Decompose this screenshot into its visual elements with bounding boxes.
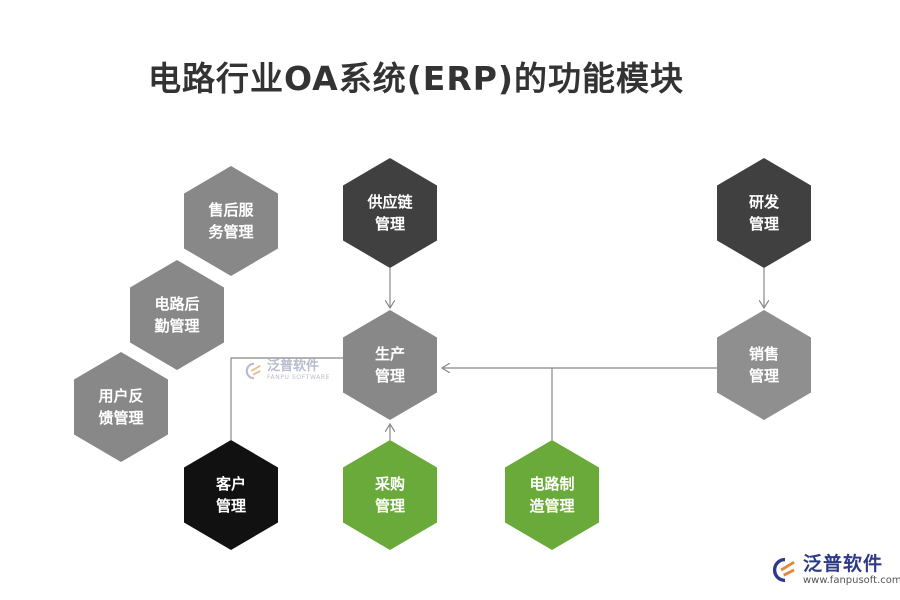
module-sales: 销售管理 <box>717 310 811 420</box>
label-line: 电路制 <box>529 475 575 493</box>
label-line: 造管理 <box>529 497 575 515</box>
fanpu-logo-icon <box>245 362 261 380</box>
label-line: 务管理 <box>208 223 254 241</box>
watermark-name: 泛普软件 <box>803 553 884 575</box>
watermark-center: 泛普软件 FANPU SOFTWARE <box>245 360 330 382</box>
label-line: 管理 <box>215 497 246 515</box>
label-line: 管理 <box>374 215 405 233</box>
label-line: 电路后 <box>154 295 200 313</box>
label-line: 管理 <box>748 367 779 385</box>
watermark-corner: 泛普软件 www.fanpusoft.com <box>772 553 900 587</box>
label-line: 售后服 <box>208 201 254 219</box>
diagram-title: 电路行业OA系统(ERP)的功能模块 <box>148 59 685 98</box>
module-production: 生产管理 <box>343 310 437 420</box>
watermark-sub: FANPU SOFTWARE <box>267 374 331 381</box>
label-line: 用户反 <box>98 387 144 405</box>
label-line: 生产 <box>374 345 405 363</box>
label-line: 管理 <box>374 367 405 385</box>
label-line: 采购 <box>374 475 405 493</box>
module-feedback: 用户反馈管理 <box>74 352 168 462</box>
label-line: 研发 <box>748 193 779 211</box>
label-line: 供应链 <box>367 193 413 211</box>
label-line: 管理 <box>748 215 779 233</box>
label-line: 客户 <box>215 475 246 493</box>
label-line: 销售 <box>748 345 779 363</box>
module-rd: 研发管理 <box>717 158 811 268</box>
label-line: 管理 <box>374 497 405 515</box>
line-customer-to-production <box>230 357 343 440</box>
module-logistics: 电路后勤管理 <box>130 260 224 370</box>
watermark-name: 泛普软件 <box>267 359 320 374</box>
fanpu-logo-icon <box>772 557 795 583</box>
watermark-url: www.fanpusoft.com <box>803 575 900 586</box>
label-line: 勤管理 <box>154 317 200 335</box>
label-line: 馈管理 <box>98 409 144 427</box>
